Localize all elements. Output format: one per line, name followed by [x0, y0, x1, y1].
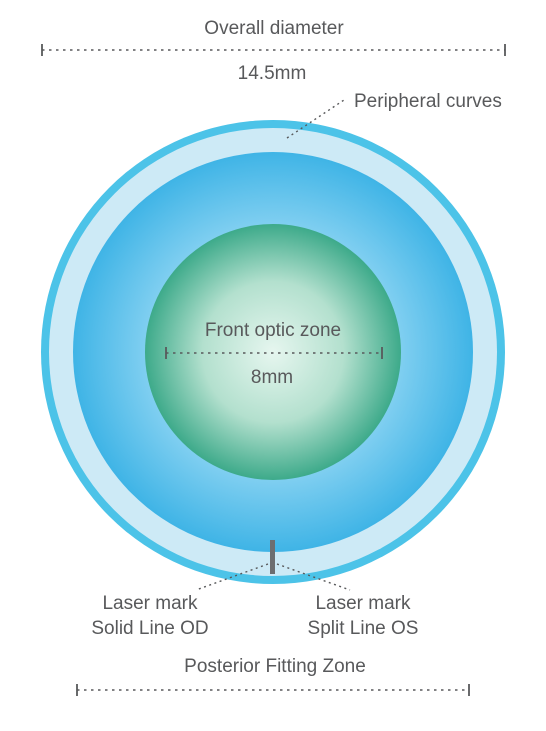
laser-mark-os-line2: Split Line OS — [308, 618, 419, 639]
overall-diameter-label: Overall diameter — [204, 18, 344, 39]
laser-mark-od-leader — [195, 563, 269, 591]
laser-mark-od-line2: Solid Line OD — [91, 618, 208, 639]
overall-diameter-line — [41, 44, 506, 56]
posterior-fitting-zone-line — [76, 684, 470, 696]
laser-mark-od-line1: Laser mark — [102, 593, 198, 614]
peripheral-curves-label: Peripheral curves — [354, 91, 502, 112]
optic-zone-diameter-line — [165, 347, 383, 359]
laser-mark-os-leader — [276, 563, 351, 591]
front-optic-zone-value: 8mm — [251, 367, 293, 388]
front-optic-zone-label: Front optic zone — [205, 320, 341, 341]
posterior-fitting-zone-label: Posterior Fitting Zone — [184, 656, 366, 677]
front-optic-zone — [145, 224, 401, 480]
laser-mark-os-line1: Laser mark — [315, 593, 411, 614]
overall-diameter-value: 14.5mm — [238, 63, 307, 84]
laser-mark — [270, 540, 275, 574]
peripheral-curves-leader — [286, 99, 345, 139]
